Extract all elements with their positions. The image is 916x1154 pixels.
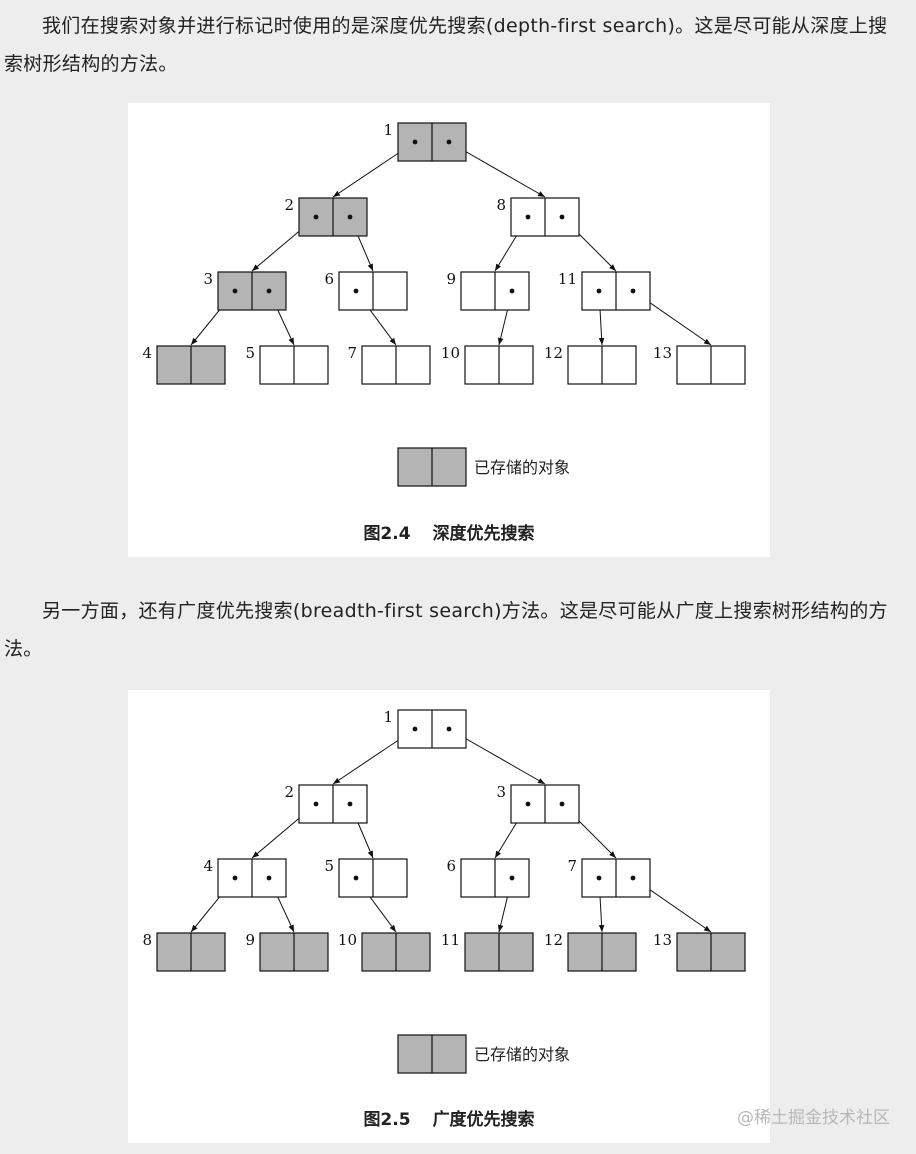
node-number-label: 12 xyxy=(544,931,563,949)
node-number-label: 13 xyxy=(653,931,672,949)
pointer-dot xyxy=(347,214,353,220)
node-number-label: 6 xyxy=(446,857,456,875)
pointer-dot xyxy=(412,139,418,145)
pointer-dot xyxy=(353,288,359,294)
pointer-dot xyxy=(525,214,531,220)
pointer-dot xyxy=(412,726,418,732)
figure-caption: 图2.4 深度优先搜索 xyxy=(128,519,770,544)
node-number-label: 7 xyxy=(347,344,357,362)
node-number-label: 4 xyxy=(203,857,213,875)
caption-title: 广度优先搜索 xyxy=(432,1110,535,1130)
watermark: @稀土掘金技术社区 xyxy=(737,1108,890,1128)
node-number-label: 10 xyxy=(338,931,357,949)
pointer-dot xyxy=(559,801,565,807)
pointer-dot xyxy=(347,801,353,807)
node-number-label: 2 xyxy=(284,783,294,801)
pointer-dot xyxy=(596,288,602,294)
node-number-label: 3 xyxy=(496,783,506,801)
node-number-label: 2 xyxy=(284,196,294,214)
caption-number: 图2.4 xyxy=(363,524,411,544)
pointer-dot xyxy=(630,288,636,294)
pointer-dot xyxy=(313,214,319,220)
pointer-dot xyxy=(446,139,452,145)
node-number-label: 4 xyxy=(142,344,152,362)
caption-number: 图2.5 xyxy=(363,1110,411,1130)
node-number-label: 1 xyxy=(383,121,393,139)
node-number-label: 11 xyxy=(441,931,460,949)
pointer-dot xyxy=(509,875,515,881)
pointer-dot xyxy=(446,726,452,732)
node-number-label: 8 xyxy=(142,931,152,949)
node-number-label: 5 xyxy=(245,344,255,362)
pointer-dot xyxy=(232,288,238,294)
caption-title: 深度优先搜索 xyxy=(432,524,535,544)
pointer-dot xyxy=(353,875,359,881)
pointer-dot xyxy=(596,875,602,881)
pointer-dot xyxy=(232,875,238,881)
node-number-label: 7 xyxy=(567,857,577,875)
node-number-label: 13 xyxy=(653,344,672,362)
node-number-label: 5 xyxy=(324,857,334,875)
paragraph-depth-first: 我们在搜索对象并进行标记时使用的是深度优先搜索(depth-first sear… xyxy=(4,15,888,75)
figure-caption: 图2.5 广度优先搜索 xyxy=(128,1105,770,1130)
node-number-label: 8 xyxy=(496,196,506,214)
node-number-label: 3 xyxy=(203,270,213,288)
node-number-label: 9 xyxy=(245,931,255,949)
pointer-dot xyxy=(509,288,515,294)
legend-label: 已存储的对象 xyxy=(474,1045,570,1064)
node-number-label: 6 xyxy=(324,270,334,288)
node-number-label: 12 xyxy=(544,344,563,362)
node-number-label: 9 xyxy=(446,270,456,288)
pointer-dot xyxy=(525,801,531,807)
pointer-dot xyxy=(559,214,565,220)
pointer-dot xyxy=(266,875,272,881)
node-number-label: 1 xyxy=(383,708,393,726)
pointer-dot xyxy=(313,801,319,807)
pointer-dot xyxy=(266,288,272,294)
node-number-label: 11 xyxy=(558,270,577,288)
paragraph-breadth-first: 另一方面，还有广度优先搜索(breadth-first search)方法。这是… xyxy=(4,600,888,660)
pointer-dot xyxy=(630,875,636,881)
node-number-label: 10 xyxy=(441,344,460,362)
legend-label: 已存储的对象 xyxy=(474,458,570,477)
